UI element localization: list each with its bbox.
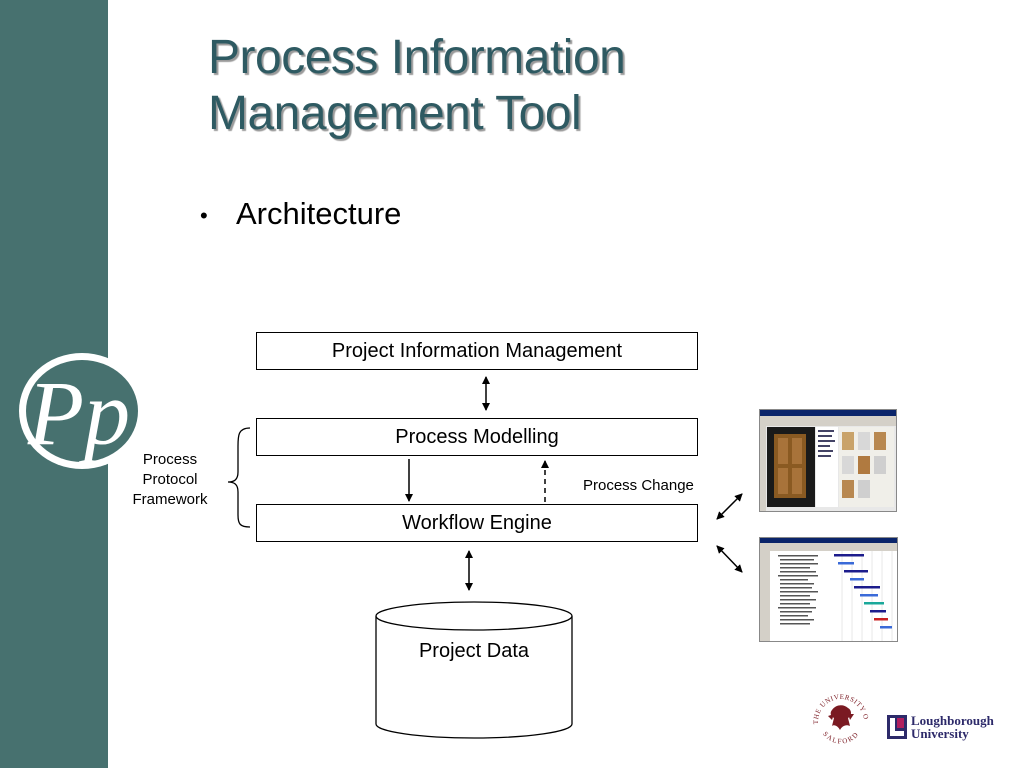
arrow-we-shot2 bbox=[716, 545, 743, 573]
loughborough-shield-icon bbox=[887, 715, 907, 739]
salford-crest-logo: THE UNIVERSITY OF SALFORD bbox=[810, 688, 869, 746]
pp-logo: Pp bbox=[19, 353, 145, 469]
box-label: Workflow Engine bbox=[402, 511, 552, 534]
box-label: Project Information Management bbox=[331, 339, 623, 362]
loughborough-wordmark: Loughborough University bbox=[911, 714, 994, 740]
box-label: Process Modelling bbox=[395, 425, 559, 448]
process-protocol-framework-label: Process Protocol Framework bbox=[128, 450, 212, 510]
gantt-app-screenshot bbox=[759, 537, 898, 642]
project-data-cylinder bbox=[375, 601, 573, 739]
slide-title-line-1: Process Information bbox=[208, 31, 626, 84]
bullet-text: Architecture bbox=[236, 196, 402, 231]
label-line: Process bbox=[142, 451, 198, 468]
label-line: Framework bbox=[132, 491, 208, 508]
label-line: Protocol bbox=[142, 471, 198, 488]
modelling-app-screenshot bbox=[759, 409, 897, 512]
slide-title: Process Information Management Tool bbox=[208, 30, 626, 142]
gantt-app-thumbnail bbox=[760, 538, 897, 641]
svg-text:SALFORD: SALFORD bbox=[821, 730, 861, 746]
pp-logo-letters: Pp bbox=[27, 362, 130, 464]
bullet-item: • Architecture bbox=[200, 195, 401, 235]
box-process-modelling: Process Modelling bbox=[256, 418, 698, 456]
slide-title-line-2: Management Tool bbox=[208, 87, 582, 140]
box-workflow-engine: Workflow Engine bbox=[256, 504, 698, 542]
modelling-app-thumbnail bbox=[760, 410, 896, 511]
box-project-information-management: Project Information Management bbox=[256, 332, 698, 370]
loughborough-line-2: University bbox=[911, 726, 969, 741]
project-data-label: Project Data bbox=[418, 640, 530, 662]
arrow-we-shot1 bbox=[716, 493, 743, 520]
bullet-dot: • bbox=[200, 202, 208, 228]
protocol-brace bbox=[227, 427, 251, 528]
loughborough-line-1: Loughborough bbox=[911, 713, 994, 728]
process-change-label: Process Change bbox=[583, 477, 694, 494]
